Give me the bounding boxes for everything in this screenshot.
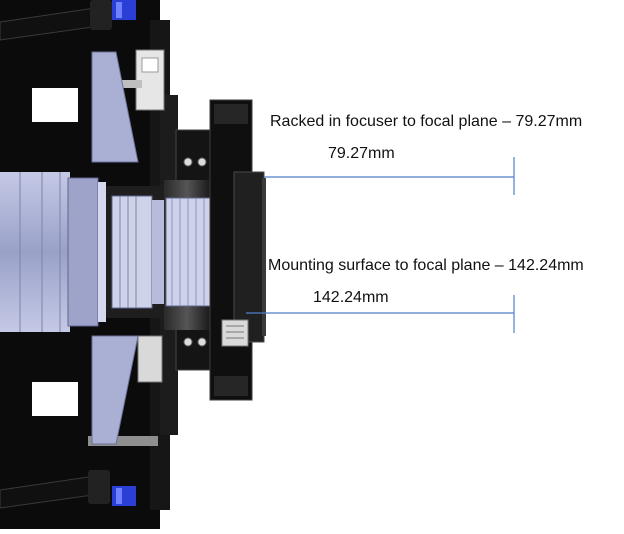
upper-support-rod	[0, 0, 136, 41]
focuser-assembly	[164, 99, 266, 401]
lower-wedge-plate	[91, 335, 139, 445]
bolt-heads	[183, 157, 207, 347]
main-lens-stack	[0, 172, 106, 332]
upper-wedge-plate	[91, 51, 139, 163]
lower-support-rod	[0, 470, 136, 509]
lower-bracket	[88, 335, 163, 446]
dimension-lines	[246, 157, 515, 333]
racked-value: 79.27mm	[328, 145, 395, 162]
upper-bracket	[120, 49, 165, 111]
racked-caption: Racked in focuser to focal plane – 79.27…	[270, 113, 583, 130]
lower-cutout	[32, 382, 78, 416]
upper-cutout	[32, 88, 78, 122]
mounting-value: 142.24mm	[313, 289, 389, 306]
mounting-caption: Mounting surface to focal plane – 142.24…	[268, 257, 584, 274]
